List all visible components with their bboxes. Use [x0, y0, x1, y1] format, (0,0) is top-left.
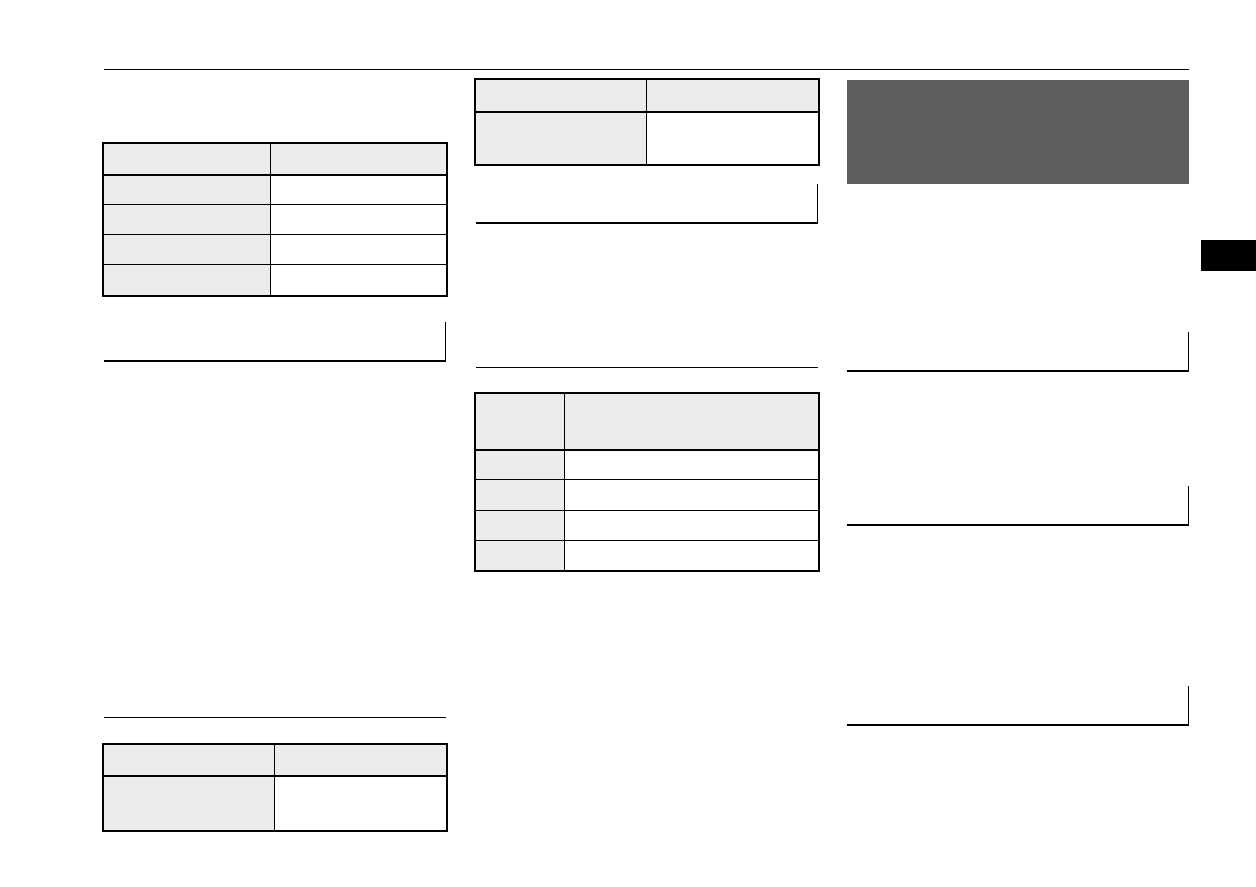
table-cell — [270, 264, 447, 296]
table-row — [103, 234, 447, 265]
table-cell — [475, 449, 565, 480]
table-row — [475, 449, 819, 480]
heading-corner-tick — [1188, 686, 1189, 724]
spec-table-2 — [102, 743, 448, 832]
table-header-cell — [475, 79, 647, 113]
heading-corner-tick — [1188, 486, 1189, 524]
table-row — [475, 540, 819, 571]
section-heading-2 — [476, 184, 818, 224]
table-row — [475, 479, 819, 511]
table-header-cell — [103, 744, 275, 777]
table-cell — [103, 234, 271, 265]
section-rule — [476, 367, 818, 368]
table-row — [103, 744, 447, 777]
table-cell — [103, 264, 271, 296]
table-cell — [274, 775, 447, 831]
table-row — [475, 111, 819, 165]
table-row — [103, 204, 447, 235]
table-header-cell — [475, 393, 565, 451]
table-row — [103, 264, 447, 296]
page-top-rule — [104, 69, 1189, 70]
table-header-cell — [646, 79, 819, 113]
table-cell — [564, 479, 819, 511]
table-header-cell — [103, 143, 271, 176]
section-heading-5 — [847, 686, 1189, 726]
table-header-cell — [270, 143, 447, 176]
table-header-cell — [274, 744, 447, 777]
table-row — [103, 775, 447, 831]
section-rule — [104, 717, 446, 718]
table-cell — [564, 449, 819, 480]
spec-table-1 — [102, 142, 448, 297]
table-cell — [475, 111, 647, 165]
table-cell — [103, 775, 275, 831]
table-cell — [103, 174, 271, 205]
table-cell — [475, 479, 565, 511]
table-cell — [475, 540, 565, 571]
section-heading-3 — [847, 332, 1189, 372]
table-row — [475, 79, 819, 113]
table-cell — [103, 204, 271, 235]
table-header-cell — [564, 393, 819, 451]
table-row — [103, 143, 447, 176]
table-cell — [270, 174, 447, 205]
heading-corner-tick — [445, 322, 446, 360]
spec-table-3 — [474, 78, 820, 166]
heading-corner-tick — [817, 184, 818, 222]
table-cell — [475, 510, 565, 541]
table-cell — [564, 540, 819, 571]
section-title-banner — [847, 80, 1189, 184]
table-row — [475, 393, 819, 451]
spec-table-4 — [474, 392, 820, 572]
table-cell — [646, 111, 819, 165]
table-row — [103, 174, 447, 205]
table-cell — [564, 510, 819, 541]
table-row — [475, 510, 819, 541]
heading-corner-tick — [1188, 332, 1189, 370]
section-heading-1 — [104, 322, 446, 362]
table-cell — [270, 234, 447, 265]
table-cell — [270, 204, 447, 235]
chapter-tab-marker — [1201, 240, 1256, 271]
section-heading-4 — [847, 486, 1189, 526]
